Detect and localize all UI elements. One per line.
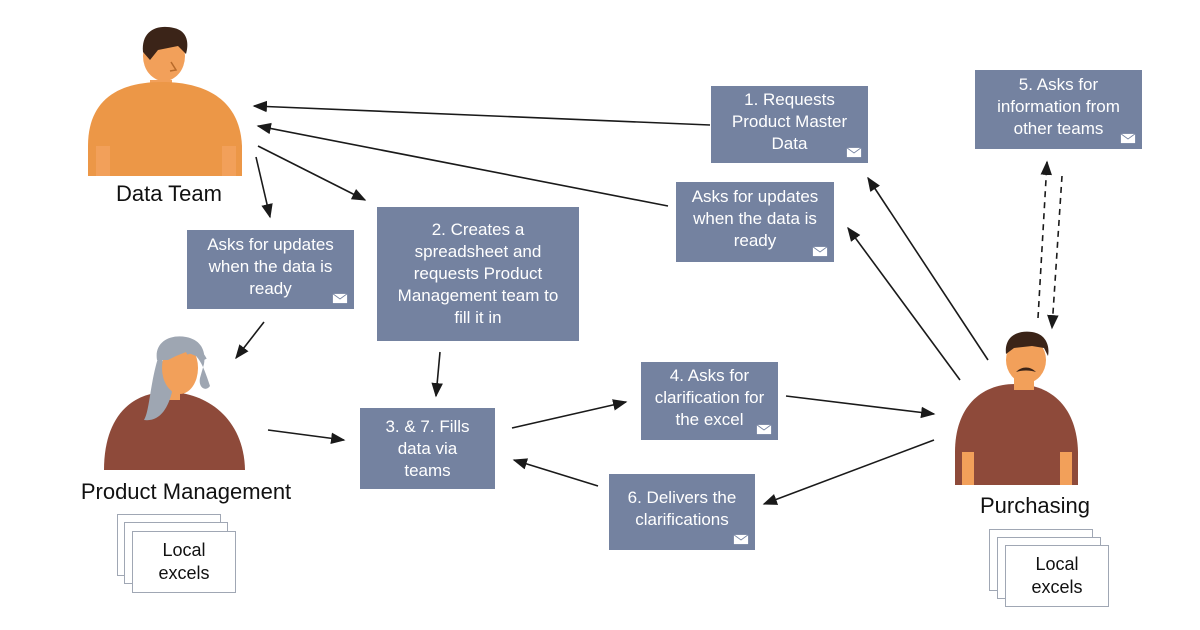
envelope-icon xyxy=(812,246,828,257)
step-delivers-clarifications: 6. Delivers the clarifications xyxy=(609,474,755,550)
envelope-icon xyxy=(1120,133,1136,144)
product-management-person-icon xyxy=(104,336,245,470)
pm-local-excels-label: Local excels xyxy=(158,540,210,583)
arrow-purchasing-to-updates-right xyxy=(847,226,961,381)
step-asks-updates-right-text: Asks for updates when the data is ready xyxy=(691,187,819,250)
arrow-data-team-to-spreadsheet xyxy=(257,145,367,201)
envelope-icon xyxy=(756,424,772,435)
purchasing-local-excels-label: Local excels xyxy=(1031,554,1083,597)
purchasing-local-excels-document: Local excels xyxy=(1005,545,1109,607)
step-creates-spreadsheet: 2. Creates a spreadsheet and requests Pr… xyxy=(377,207,579,341)
arrow-clarification-to-purchasing xyxy=(785,395,936,419)
arrow-other-teams-to-purchasing xyxy=(1047,175,1063,330)
arrow-delivers-to-fills xyxy=(512,458,599,487)
actor-label-purchasing: Purchasing xyxy=(979,493,1091,518)
pm-local-excels-document: Local excels xyxy=(132,531,236,593)
step-asks-updates-left: Asks for updates when the data is ready xyxy=(187,230,354,309)
envelope-icon xyxy=(846,147,862,158)
actor-label-product-management: Product Management xyxy=(80,479,292,504)
step-delivers-clarifications-text: 6. Delivers the clarifications xyxy=(627,488,737,529)
step-asks-other-teams: 5. Asks for information from other teams xyxy=(975,70,1142,149)
actor-label-data-team: Data Team xyxy=(116,181,222,206)
arrow-data-team-to-updates-left xyxy=(255,156,273,219)
arrow-purchasing-to-delivers xyxy=(762,439,935,505)
arrow-spreadsheet-to-fills xyxy=(431,351,443,398)
arrow-purchasing-to-requests xyxy=(867,176,989,361)
arrow-requests-to-data-team xyxy=(252,100,711,126)
step-creates-spreadsheet-text: 2. Creates a spreadsheet and requests Pr… xyxy=(397,220,559,327)
step-requests-master-data: 1. Requests Product Master Data xyxy=(711,86,868,163)
arrows xyxy=(235,100,989,505)
step-fills-data-text: 3. & 7. Fills data via teams xyxy=(385,416,470,480)
envelope-icon xyxy=(733,534,749,545)
arrow-fills-to-clarification xyxy=(511,399,628,429)
dashed-arrows xyxy=(1037,160,1063,330)
purchasing-person-icon xyxy=(955,331,1078,485)
envelope-icon xyxy=(332,293,348,304)
step-requests-master-data-text: 1. Requests Product Master Data xyxy=(731,89,848,153)
data-team-person-icon xyxy=(88,26,242,176)
step-asks-updates-left-text: Asks for updates when the data is ready xyxy=(207,234,334,298)
step-asks-updates-right: Asks for updates when the data is ready xyxy=(676,182,834,262)
arrow-purchasing-to-other-teams xyxy=(1037,160,1053,319)
step-asks-clarification: 4. Asks for clarification for the excel xyxy=(641,362,778,440)
step-fills-data: 3. & 7. Fills data via teams xyxy=(360,408,495,489)
arrow-updates-right-to-data-team xyxy=(256,122,669,207)
step-asks-other-teams-text: 5. Asks for information from other teams xyxy=(997,74,1120,138)
step-asks-clarification-text: 4. Asks for clarification for the excel xyxy=(654,366,765,429)
arrow-pm-to-fills xyxy=(267,429,346,445)
arrow-updates-left-to-pm xyxy=(235,321,265,360)
